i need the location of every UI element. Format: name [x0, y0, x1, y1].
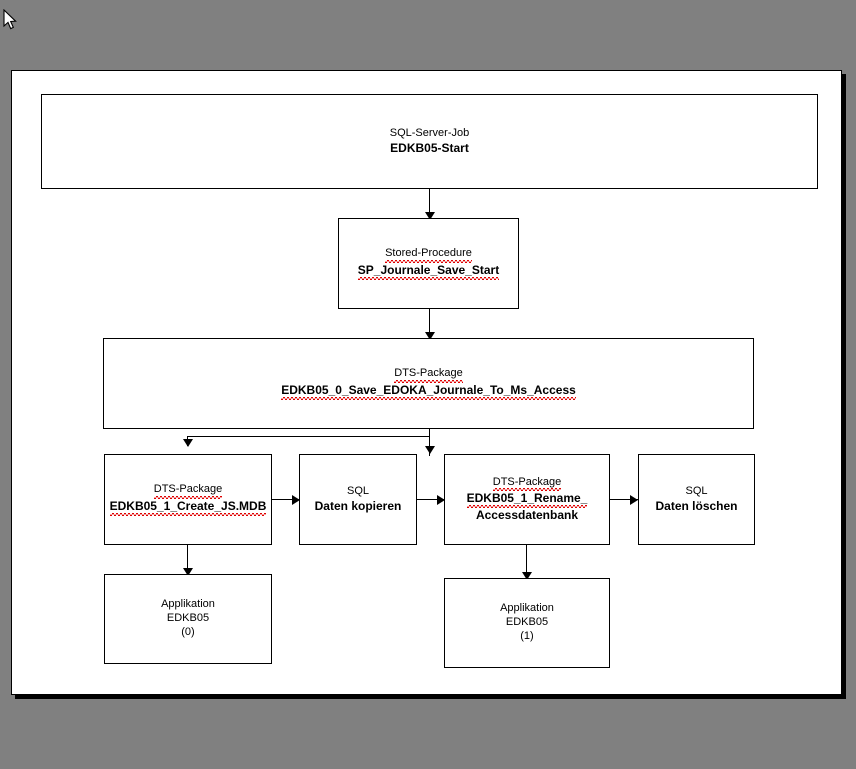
node-sql-server-job[interactable]: SQL-Server-Job EDKB05-Start — [41, 94, 818, 189]
connector-create-to-app0-line — [187, 544, 188, 574]
connector-dts0-to-create-hline — [187, 436, 430, 437]
connector-dts0-to-rename-arrow — [425, 446, 435, 454]
connector-create-to-app0-arrow — [183, 568, 193, 576]
node-sql-daten-loeschen[interactable]: SQL Daten löschen — [638, 454, 755, 545]
node-name-label: EDKB05 — [166, 612, 210, 625]
node-sql-daten-kopieren[interactable]: SQL Daten kopieren — [299, 454, 417, 545]
connector-job-to-sp-line — [429, 188, 430, 218]
connector-create-to-kopieren-line — [272, 499, 300, 500]
node-applikation-0[interactable]: Applikation EDKB05 (0) — [104, 574, 272, 664]
connector-rename-to-loeschen-arrow — [630, 495, 638, 505]
node-type-label: DTS-Package — [394, 367, 463, 383]
node-type-label: SQL-Server-Job — [389, 127, 470, 140]
node-instance-label: (0) — [181, 625, 195, 638]
node-name-label: Daten kopieren — [314, 498, 402, 513]
node-dts-package-save[interactable]: DTS-Package EDKB05_0_Save_EDOKA_Journale… — [103, 338, 754, 429]
node-stored-procedure[interactable]: Stored-Procedure SP_Journale_Save_Start — [338, 218, 519, 309]
node-name-label: EDKB05-Start — [390, 140, 469, 155]
connector-dts0-to-create-arrow — [183, 439, 193, 447]
node-name-label: EDKB05 — [505, 616, 549, 629]
arrow-pointer-cursor — [3, 9, 17, 30]
connector-sp-to-dts0-arrow — [425, 332, 435, 340]
node-name-label: SP_Journale_Save_Start — [357, 262, 500, 280]
node-type-label: Applikation — [500, 602, 554, 615]
node-instance-label: (1) — [520, 629, 534, 642]
node-dts-package-create[interactable]: DTS-Package EDKB05_1_Create_JS.MDB — [104, 454, 272, 545]
node-name-label: EDKB05_1_Rename_ — [466, 491, 588, 508]
connector-kopieren-to-rename-arrow — [437, 495, 445, 505]
connector-rename-to-app1-arrow — [522, 572, 532, 580]
node-name-label: EDKB05_0_Save_EDOKA_Journale_To_Ms_Acces… — [281, 382, 576, 400]
connector-kopieren-to-rename-line — [417, 499, 445, 500]
node-type-label: Applikation — [161, 598, 215, 611]
connector-create-to-kopieren-arrow — [292, 495, 300, 505]
node-applikation-1[interactable]: Applikation EDKB05 (1) — [444, 578, 610, 668]
node-type-label: SQL — [685, 485, 708, 498]
connector-rename-to-app1-line — [526, 544, 527, 578]
node-name-label: EDKB05_1_Create_JS.MDB — [109, 498, 267, 516]
node-type-label: SQL — [346, 485, 369, 498]
node-type-label: Stored-Procedure — [385, 247, 472, 263]
connector-job-to-sp-arrow — [425, 212, 435, 220]
flowchart-canvas: SQL-Server-Job EDKB05-Start Stored-Proce… — [12, 71, 841, 694]
connector-sp-to-dts0-line — [429, 308, 430, 338]
node-dts-package-rename[interactable]: DTS-Package EDKB05_1_Rename_ Accessdaten… — [444, 454, 610, 545]
connector-dts0-to-rename-line — [429, 428, 430, 456]
node-name-label: Daten löschen — [655, 498, 738, 513]
node-type-label: DTS-Package — [492, 475, 562, 492]
node-type-label: DTS-Package — [153, 483, 223, 499]
connector-rename-to-loeschen-line — [610, 499, 638, 500]
document-page: SQL-Server-Job EDKB05-Start Stored-Proce… — [11, 70, 842, 695]
node-name-label-2: Accessdatenbank — [475, 508, 579, 523]
